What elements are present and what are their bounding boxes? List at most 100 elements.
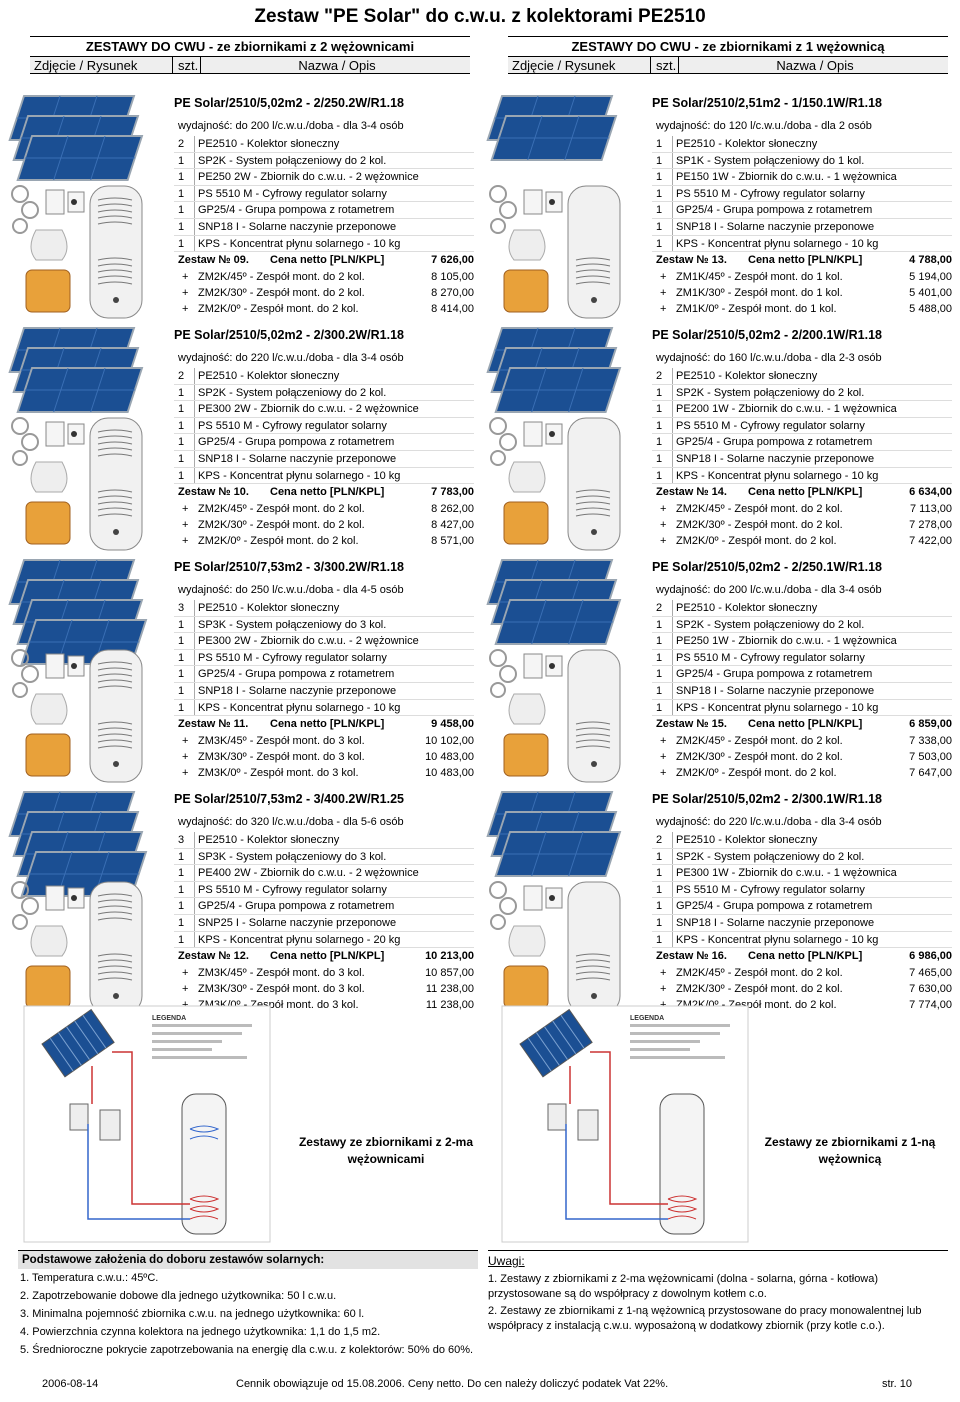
plus-icon: +	[660, 535, 667, 547]
item-qty: 1	[178, 237, 185, 250]
mount-option-row: +ZM3K/45º - Zespół mont. do 3 kol.10 102…	[178, 735, 474, 751]
schematic-left-caption: Zestawy ze zbiornikami z 2-ma wężownicam…	[298, 1135, 474, 1166]
mount-option-price: 7 422,00	[909, 535, 952, 547]
mount-option-price: 8 571,00	[431, 535, 474, 547]
mount-option-row: +ZM2K/30º - Zespół mont. do 2 kol.7 278,…	[656, 519, 952, 535]
plus-icon: +	[182, 303, 189, 315]
item-name: PS 5510 M - Cyfrowy regulator solarny	[198, 187, 387, 200]
item-qty: 1	[656, 883, 663, 896]
mount-option-price: 10 483,00	[425, 751, 474, 763]
remark-line: 2. Zestawy ze zbiornikami z 1-ną wężowni…	[488, 1305, 922, 1332]
mount-option-row: +ZM2K/30º - Zespół mont. do 2 kol.7 503,…	[656, 751, 952, 767]
item-name: SNP18 I - Solarne naczynie przeponowe	[198, 684, 397, 697]
set-price-row: Zestaw № 13.Cena netto [PLN/KPL]4 788,00	[656, 254, 952, 270]
mount-option-row: +ZM2K/45º - Zespół mont. do 2 kol.8 105,…	[178, 271, 474, 287]
plus-icon: +	[182, 519, 189, 531]
item-name: PE2510 - Kolektor słoneczny	[198, 834, 340, 846]
set-price: 6 859,00	[909, 718, 952, 730]
item-qty: 2	[656, 602, 663, 614]
mount-option-price: 7 630,00	[909, 983, 952, 995]
set-capacity: wydajność: do 220 l/c.w.u./doba - dla 3-…	[656, 816, 882, 828]
set-number: Zestaw № 13.	[656, 254, 727, 266]
set-product-image	[6, 322, 166, 552]
mount-option-price: 7 647,00	[909, 767, 952, 779]
item-name: SP2K - System połączeniowy do 2 kol.	[198, 386, 387, 399]
right-table-header: Zdjęcie / Rysunek szt. Nazwa / Opis	[508, 56, 948, 74]
item-name: PE2510 - Kolektor słoneczny	[676, 370, 818, 382]
price-label: Cena netto [PLN/KPL]	[270, 254, 385, 266]
item-name: GP25/4 - Grupa pompowa z rotametrem	[676, 204, 873, 217]
plus-icon: +	[660, 271, 667, 283]
item-qty: 2	[178, 138, 185, 150]
mount-option-row: +ZM2K/0º - Zespół mont. do 2 kol.7 422,0…	[656, 535, 952, 551]
mount-option-price: 11 238,00	[425, 999, 474, 1011]
item-name: PE2510 - Kolektor słoneczny	[676, 138, 818, 150]
plus-icon: +	[182, 751, 189, 763]
item-qty: 1	[178, 684, 185, 697]
item-qty: 1	[656, 237, 663, 250]
mount-option-row: +ZM2K/30º - Zespół mont. do 2 kol.7 630,…	[656, 983, 952, 999]
right-column-header: ZESTAWY DO CWU - ze zbiornikami z 1 wężo…	[508, 36, 948, 74]
mount-option-name: ZM1K/45º - Zespół mont. do 1 kol.	[676, 271, 843, 283]
plus-icon: +	[182, 535, 189, 547]
item-name: KPS - Koncentrat płynu solarnego - 10 kg	[676, 701, 879, 714]
list-item: 2 PE2510 - Kolektor słoneczny	[174, 136, 474, 153]
mount-option-price: 7 774,00	[909, 999, 952, 1011]
mount-option-name: ZM1K/30º - Zespół mont. do 1 kol.	[676, 287, 843, 299]
item-name: PE2510 - Kolektor słoneczny	[198, 138, 340, 150]
item-name: KPS - Koncentrat płynu solarnego - 10 kg	[198, 469, 401, 482]
mount-option-name: ZM2K/45º - Zespół mont. do 2 kol.	[676, 967, 843, 979]
item-qty: 1	[656, 204, 663, 217]
mount-option-row: +ZM3K/30º - Zespół mont. do 3 kol.11 238…	[178, 983, 474, 999]
plus-icon: +	[660, 503, 667, 515]
plus-icon: +	[182, 983, 189, 995]
item-qty: 1	[178, 635, 185, 648]
item-name: SNP18 I - Solarne naczynie przeponowe	[198, 452, 397, 465]
mount-option-row: +ZM2K/45º - Zespół mont. do 2 kol.8 262,…	[178, 503, 474, 519]
item-qty: 1	[656, 635, 663, 648]
plus-icon: +	[660, 303, 667, 315]
mount-option-name: ZM2K/45º - Zespół mont. do 2 kol.	[676, 503, 843, 515]
set-model-name: PE Solar/2510/5,02m2 - 2/200.1W/R1.18	[652, 328, 882, 342]
item-name: SP3K - System połączeniowy do 3 kol.	[198, 618, 387, 631]
item-name: SP2K - System połączeniowy do 2 kol.	[676, 386, 865, 399]
assumption-line: 3. Minimalna pojemność zbiornika c.w.u. …	[20, 1308, 365, 1320]
item-qty: 1	[656, 618, 663, 631]
plus-icon: +	[182, 271, 189, 283]
set-number: Zestaw № 14.	[656, 486, 727, 498]
mount-option-name: ZM1K/0º - Zespół mont. do 1 kol.	[676, 303, 837, 315]
item-qty: 1	[656, 138, 663, 150]
plus-icon: +	[660, 519, 667, 531]
item-name: GP25/4 - Grupa pompowa z rotametrem	[676, 436, 873, 449]
left-section-title: ZESTAWY DO CWU - ze zbiornikami z 2 wężo…	[30, 36, 470, 56]
price-label: Cena netto [PLN/KPL]	[748, 254, 863, 266]
item-name: PE200 1W - Zbiornik do c.w.u. - 1 wężown…	[676, 403, 897, 416]
item-name: PS 5510 M - Cyfrowy regulator solarny	[198, 651, 387, 664]
set-price-row: Zestaw № 09.Cena netto [PLN/KPL]7 626,00	[178, 254, 474, 270]
plus-icon: +	[660, 735, 667, 747]
item-qty: 1	[178, 469, 185, 482]
footer-note: Cennik obowiązuje od 15.08.2006. Ceny ne…	[236, 1378, 669, 1390]
mount-option-price: 7 113,00	[909, 503, 952, 515]
item-name: KPS - Koncentrat płynu solarnego - 10 kg	[198, 237, 401, 250]
set-product-image	[6, 554, 166, 784]
set-capacity: wydajność: do 250 l/c.w.u./doba - dla 4-…	[178, 584, 404, 596]
item-name: SNP18 I - Solarne naczynie przeponowe	[676, 452, 875, 465]
